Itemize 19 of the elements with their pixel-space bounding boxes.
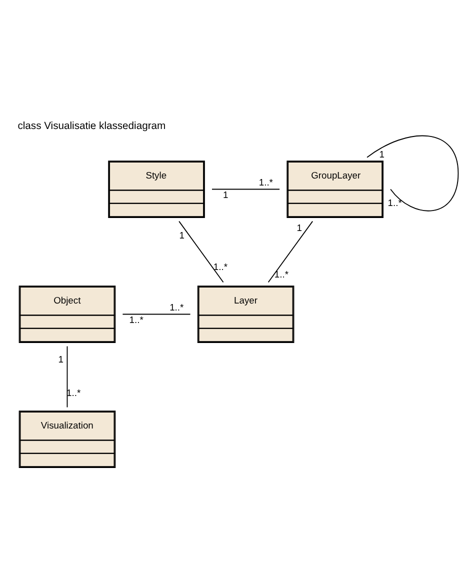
label: 1 — [222, 188, 228, 200]
label: 1 — [58, 352, 64, 364]
label: 1..* — [129, 313, 144, 324]
connector — [212, 188, 280, 190]
label: 1..* — [388, 196, 402, 208]
label: 1..* — [170, 300, 184, 312]
label: 1..* — [213, 260, 228, 272]
diagram-title: class Visualisatie klassediagram — [18, 120, 166, 132]
connector — [122, 313, 191, 314]
label: 1..* — [274, 268, 289, 279]
label: 1..* — [66, 386, 81, 398]
label: 1..* — [258, 176, 273, 187]
connector — [366, 134, 459, 211]
label: 1 — [379, 148, 385, 159]
connector — [268, 220, 314, 282]
connector — [178, 220, 224, 282]
connector — [66, 345, 68, 408]
label: 1 — [296, 221, 302, 232]
label: 1 — [179, 228, 185, 240]
